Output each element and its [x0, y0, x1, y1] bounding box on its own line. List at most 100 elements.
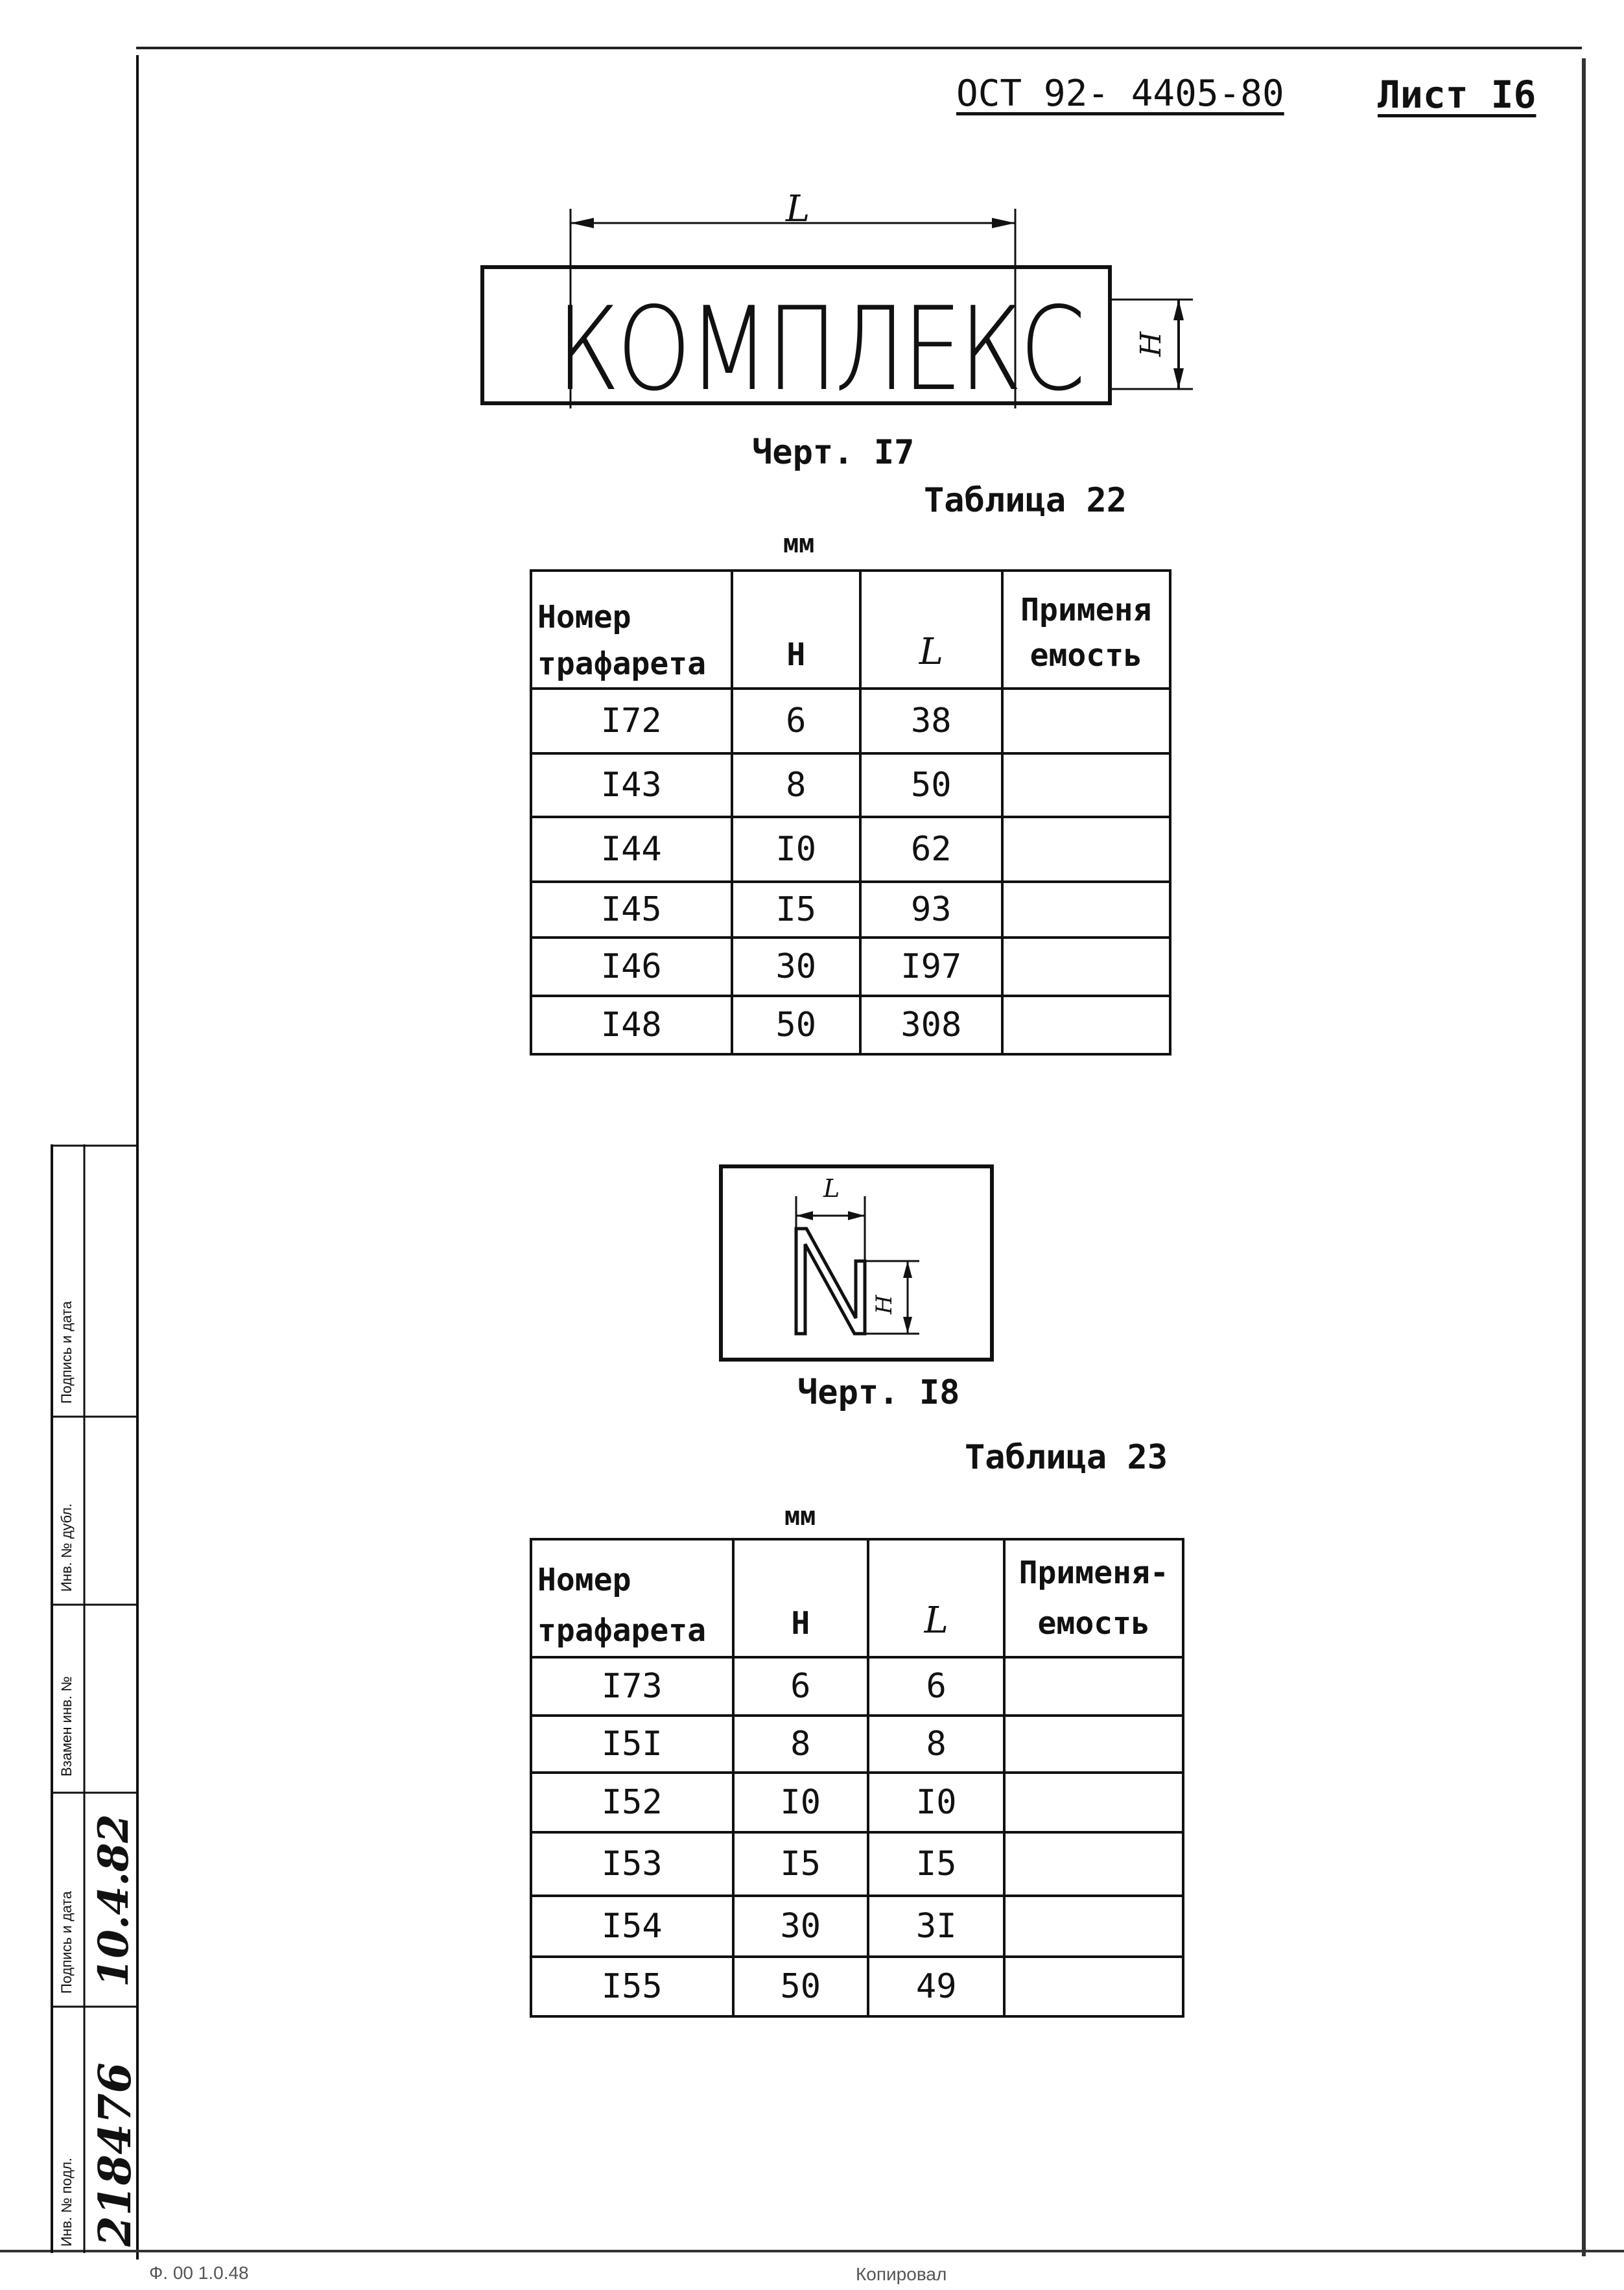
table-23-header-l: L	[866, 1538, 1006, 1658]
caption-drawing-17: Черт. I7	[752, 433, 915, 472]
table-23-cell-l: I5	[866, 1831, 1006, 1897]
table-22-cell-number: I46	[530, 936, 733, 997]
table-23-cell-l: 49	[866, 1955, 1006, 2018]
table-23-cell-h: 6	[731, 1656, 870, 1717]
table-23-cell-number: I5I	[530, 1714, 735, 1774]
stamp-label-replacement-inv: Взамен инв. №	[58, 1676, 75, 1777]
table-23-units: мм	[784, 1502, 816, 1531]
dim-l-label: L	[786, 188, 810, 230]
dim-l-arrow-right	[992, 218, 1015, 228]
table-22-cell-l: 62	[859, 816, 1004, 883]
table-23-header-number: Номер трафарета	[530, 1538, 735, 1658]
side-stamp: Подпись и дата Инв. № дубл. Взамен инв. …	[51, 1144, 141, 2253]
stamp-label-duplicate-inv: Инв. № дубл.	[58, 1503, 75, 1592]
frame-bottom-line	[0, 2250, 1624, 2252]
table-22-cell-h: 8	[730, 752, 862, 818]
table-22-header-h: H	[730, 569, 862, 690]
table-22-units: мм	[783, 529, 815, 559]
drawing-17-svg	[480, 209, 1199, 408]
side-stamp-grid	[51, 1144, 136, 2253]
frame-right-line	[1582, 58, 1586, 2256]
table-23-cell-number: I53	[530, 1831, 735, 1897]
copied-label: Копировал	[856, 2264, 947, 2284]
table-22-cell-applicability	[1000, 936, 1172, 997]
stamp-label-original-inv: Инв. № подл.	[58, 2157, 75, 2247]
table-22-cell-h: I5	[730, 880, 862, 939]
table-23-cell-h: I0	[731, 1771, 870, 1834]
table-23-cell-l: I0	[866, 1771, 1006, 1834]
stencil-plate-outline	[480, 265, 1112, 405]
drawing-18-svg	[719, 1164, 994, 1362]
table-22-cell-number: I72	[530, 687, 733, 755]
handwritten-signature-date: 10.4.82	[89, 1813, 138, 1987]
table-22-cell-h: 30	[730, 936, 862, 997]
dim-l-label: L	[823, 1174, 840, 1203]
dim-h-arrow-bottom	[1173, 368, 1184, 389]
table-23-cell-number: I52	[530, 1771, 735, 1834]
table-22-header-row: Номер трафарета H L Применя емость	[530, 569, 1172, 690]
table-23-cell-l: 3I	[866, 1895, 1006, 1958]
dim-h-arrow-top	[903, 1261, 912, 1278]
table-22-cell-h: 6	[730, 687, 862, 755]
table-22-cell-l: 38	[859, 687, 1004, 755]
table-22-cell-applicability	[1000, 752, 1172, 818]
table-22-cell-h: 50	[730, 995, 862, 1056]
table-22-header-applicability: Применя емость	[1000, 569, 1172, 690]
table-23-cell-applicability	[1003, 1771, 1184, 1834]
stamp-label-signature-date-top: Подпись и дата	[58, 1301, 75, 1404]
table-22-header-l: L	[859, 569, 1004, 690]
dim-l-arrow-right	[848, 1211, 865, 1220]
table-23-cell-h: 8	[731, 1714, 870, 1774]
table-23-cell-h: I5	[731, 1831, 870, 1897]
table-23-cell-h: 50	[731, 1955, 870, 2018]
sheet-number: Лист I6	[1378, 73, 1536, 117]
stencil-word: КОМПЛЕКС	[556, 282, 1086, 416]
table-22-cell-number: I48	[530, 995, 733, 1056]
table-22-cell-number: I43	[530, 752, 733, 818]
dim-l-arrow-left	[571, 218, 594, 228]
table-22-cell-number: I45	[530, 880, 733, 939]
dim-l-arrow-left	[796, 1211, 813, 1220]
dim-h-arrow-bottom	[903, 1317, 912, 1334]
table-23-cell-applicability	[1003, 1656, 1184, 1717]
caption-drawing-18: Черт. I8	[797, 1373, 960, 1412]
table-23-header-applicability: Применя- емость	[1003, 1538, 1184, 1658]
handwritten-inventory-number: 218476	[89, 2062, 141, 2247]
table-22-header-number: Номер трафарета	[530, 569, 733, 690]
table-22-cell-number: I44	[530, 816, 733, 883]
table-23-cell-number: I55	[530, 1955, 735, 2018]
table-23-cell-l: 8	[866, 1714, 1006, 1774]
form-code: Ф. 00 1.0.48	[149, 2263, 249, 2283]
stencil-n-plate-outline	[719, 1164, 994, 1362]
table-23-cell-number: I54	[530, 1895, 735, 1958]
stamp-label-signature-date-bottom: Подпись и дата	[58, 1891, 75, 1994]
table-22-cell-h: I0	[730, 816, 862, 883]
table-23-header-h: H	[731, 1538, 870, 1658]
table-23-cell-l: 6	[866, 1656, 1006, 1717]
table-22-cell-applicability	[1000, 687, 1172, 755]
table-22-cell-l: 50	[859, 752, 1004, 818]
table-23-cell-applicability	[1003, 1955, 1184, 2018]
table-22-cell-applicability	[1000, 816, 1172, 883]
table-23-cell-applicability	[1003, 1895, 1184, 1958]
table-22-cell-applicability	[1000, 995, 1172, 1056]
table-23-header-row: Номер трафарета H L Применя- емость	[530, 1538, 1184, 1658]
table-22-cell-l: I97	[859, 936, 1004, 997]
dim-h-arrow-top	[1173, 300, 1184, 320]
drawing-17: КОМПЛЕКС L H	[480, 188, 1199, 416]
table-22-cell-applicability	[1000, 880, 1172, 939]
stencil-n-letter	[794, 1227, 867, 1336]
